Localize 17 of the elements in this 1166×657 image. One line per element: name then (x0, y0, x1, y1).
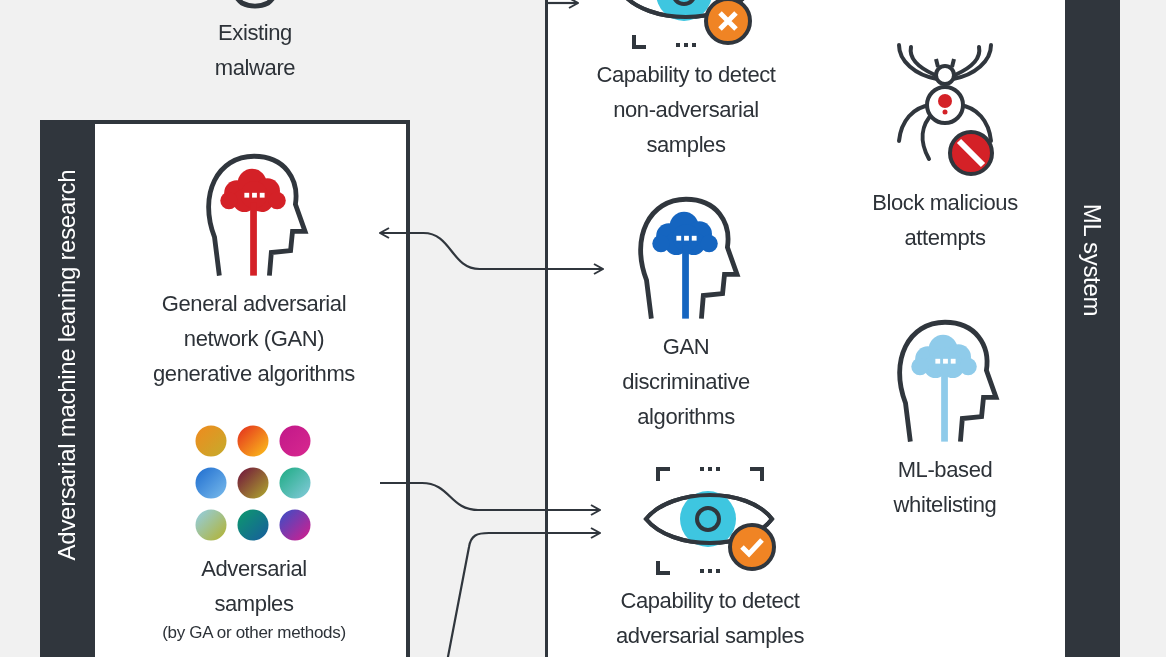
node-label: Existing malware (213, 19, 297, 82)
node-label: General adversarial network (GAN) generative algorithms (152, 290, 356, 388)
node-label: GAN discriminative algorithms (621, 333, 751, 431)
arrow (445, 527, 601, 657)
node-label: Adversarial samples (200, 555, 308, 618)
research-panel (40, 120, 410, 657)
panel-title: Adversarial machine leaning research (53, 169, 81, 561)
node-note: (by GA or other methods) (162, 622, 346, 644)
node-label: Capability to detect adversarial samples (614, 587, 805, 650)
node-label: ML-based whitelisting (892, 456, 998, 519)
node-label: Block malicious attempts (871, 189, 1019, 252)
system-panel (545, 0, 1120, 657)
arrow (379, 227, 604, 275)
arrow (548, 0, 579, 9)
node-label: Capability to detect non-adversarial samples (595, 61, 777, 159)
arrow (380, 481, 601, 516)
panel-title: ML system (1078, 203, 1106, 317)
